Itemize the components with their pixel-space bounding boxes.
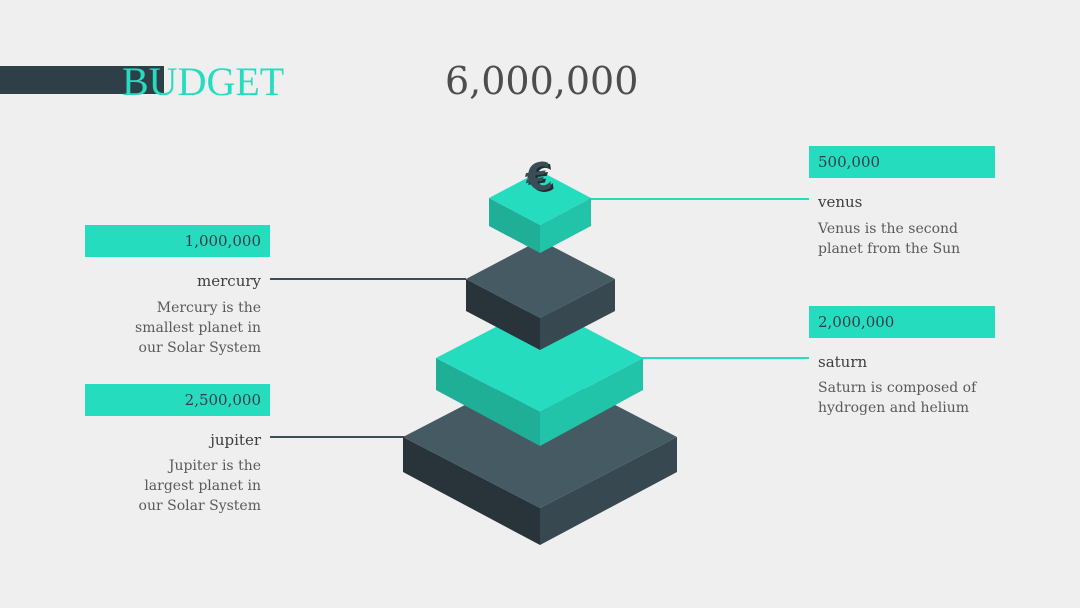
value-box-saturn: 2,000,000 <box>809 306 995 338</box>
desc-line: smallest planet in <box>135 320 261 336</box>
item-name-venus: venus <box>818 193 863 211</box>
item-name-jupiter: jupiter <box>210 431 261 449</box>
item-desc-venus: Venus is the second planet from the Sun <box>818 219 1018 259</box>
desc-line: largest planet in <box>144 478 261 494</box>
svg-text:€: € <box>522 153 555 200</box>
desc-line: hydrogen and helium <box>818 400 970 416</box>
euro-icon: € € <box>522 153 558 202</box>
item-name-mercury: mercury <box>197 272 261 290</box>
desc-line: our Solar System <box>138 498 261 514</box>
desc-line: planet from the Sun <box>818 241 961 257</box>
page-title: BUDGET <box>122 59 285 104</box>
item-name-saturn: saturn <box>818 353 868 371</box>
desc-line: Mercury is the <box>156 300 261 316</box>
budget-total: 6,000,000 <box>445 59 639 103</box>
value-box-mercury: 1,000,000 <box>85 225 270 257</box>
pyramid-layer-mercury <box>466 240 615 350</box>
value-box-venus: 500,000 <box>809 146 995 178</box>
desc-line: Venus is the second <box>818 221 958 237</box>
desc-line: Saturn is composed of <box>818 380 977 396</box>
svg-text:€: € <box>524 155 557 202</box>
item-desc-saturn: Saturn is composed of hydrogen and heliu… <box>818 378 1018 418</box>
desc-line: our Solar System <box>138 340 261 356</box>
pyramid-layer-saturn <box>436 304 643 446</box>
value-box-jupiter: 2,500,000 <box>85 384 270 416</box>
desc-line: Jupiter is the <box>168 458 261 474</box>
item-desc-mercury: Mercury is the smallest planet in our So… <box>91 298 261 358</box>
item-desc-jupiter: Jupiter is the largest planet in our Sol… <box>91 456 261 516</box>
title-accent-bar <box>0 66 164 94</box>
pyramid-layer-venus <box>489 171 591 253</box>
